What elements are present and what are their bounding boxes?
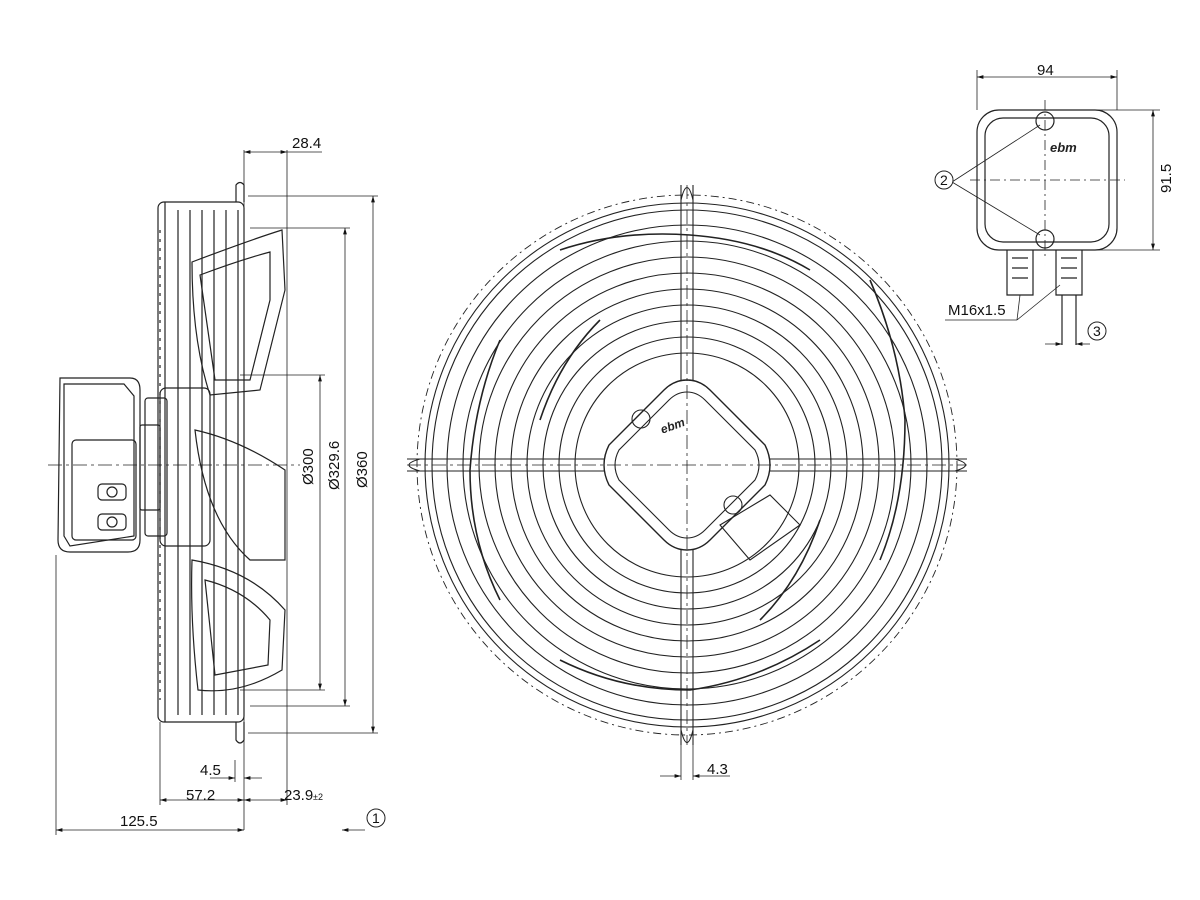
callout-1: 1 xyxy=(366,808,386,828)
top-screw-icon xyxy=(1035,111,1055,131)
callout-3: 3 xyxy=(1087,321,1107,341)
dim-thread: M16x1.5 xyxy=(948,302,1006,319)
terminal-box-detail xyxy=(945,70,1160,346)
dim-23-9-tolerance: ±2 xyxy=(313,792,323,802)
detail-dimension-lines xyxy=(945,70,1160,346)
impeller-blades-side xyxy=(191,229,286,692)
dim-dia-360: Ø360 xyxy=(354,451,371,488)
front-view xyxy=(407,185,967,780)
dim-28-4: 28.4 xyxy=(292,135,321,152)
terminal-box xyxy=(57,377,141,553)
dim-57-2: 57.2 xyxy=(186,787,215,804)
hub-box xyxy=(603,379,801,561)
guard-frame xyxy=(157,181,245,744)
svg-text:1: 1 xyxy=(372,810,380,826)
svg-text:3: 3 xyxy=(1093,323,1101,339)
motor xyxy=(139,387,211,547)
dim-4-3: 4.3 xyxy=(707,761,728,778)
dim-91-5: 91.5 xyxy=(1158,164,1175,193)
fan-blades-front xyxy=(469,233,906,691)
dim-4-5: 4.5 xyxy=(200,762,221,779)
callout-2: 2 xyxy=(934,170,954,190)
bottom-screw-icon xyxy=(1035,229,1055,249)
side-dimension-lines xyxy=(55,150,378,835)
dim-94: 94 xyxy=(1037,62,1054,79)
svg-text:2: 2 xyxy=(940,172,948,188)
dim-dia-329: Ø329.6 xyxy=(326,441,343,490)
dim-23-9: 23.9 xyxy=(284,787,313,804)
side-view xyxy=(48,150,378,835)
dim-125-5: 125.5 xyxy=(120,813,158,830)
ebm-logo-detail: ebm xyxy=(1050,140,1077,155)
dim-dia-300: Ø300 xyxy=(300,448,317,485)
